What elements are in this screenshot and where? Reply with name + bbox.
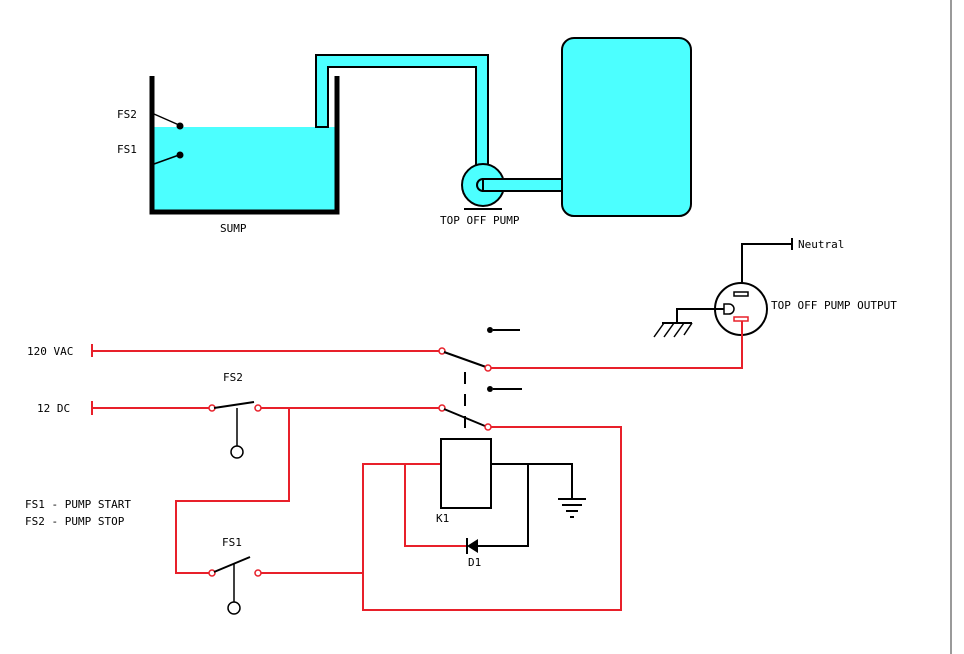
neutral-wire <box>741 243 792 283</box>
output-label: TOP OFF PUMP OUTPUT <box>771 299 897 312</box>
intake-pipe <box>315 54 489 179</box>
diode-d1-label: D1 <box>468 556 481 569</box>
fs2-switch-label: FS2 <box>223 371 243 384</box>
outlet-pipe <box>482 178 566 192</box>
ground-icon <box>558 498 586 518</box>
fs2-float-icon <box>230 445 244 459</box>
relay-k1-label: K1 <box>436 512 449 525</box>
legend-fs1: FS1 - PUMP START <box>25 498 131 511</box>
diode-icon <box>466 538 478 554</box>
top-off-reservoir <box>561 37 692 217</box>
fs1-float-icon <box>227 601 241 615</box>
plumbing: FS2 FS1 SUMP TOP OFF PUMP <box>117 37 692 235</box>
ground-wire <box>676 308 724 322</box>
sump-label: SUMP <box>220 222 247 235</box>
pump-output: Neutral TOP OFF PUMP OUTPUT <box>490 238 897 369</box>
dc-label: 12 DC <box>37 402 70 415</box>
chassis-ground-icon <box>653 322 693 338</box>
vac-label: 120 VAC <box>27 345 73 358</box>
dc-control: 12 DC FS2 FS1 K1 <box>37 371 622 615</box>
relay-k1-coil <box>440 438 492 509</box>
sump-water <box>154 127 336 211</box>
sump-fs2-label: FS2 <box>117 108 137 121</box>
latch-wire <box>362 426 622 611</box>
fs-link-wire <box>175 408 290 574</box>
output-hot-wire <box>490 321 743 369</box>
neutral-label: Neutral <box>798 238 844 251</box>
pump-label: TOP OFF PUMP <box>440 214 520 227</box>
float-switch-icon <box>153 113 184 165</box>
relay-contacts: 120 VAC <box>27 327 522 440</box>
legend-fs2: FS2 - PUMP STOP <box>25 515 125 528</box>
sump-fs1-label: FS1 <box>117 143 137 156</box>
sump-tank <box>149 76 340 215</box>
fs1-switch-label: FS1 <box>222 536 242 549</box>
